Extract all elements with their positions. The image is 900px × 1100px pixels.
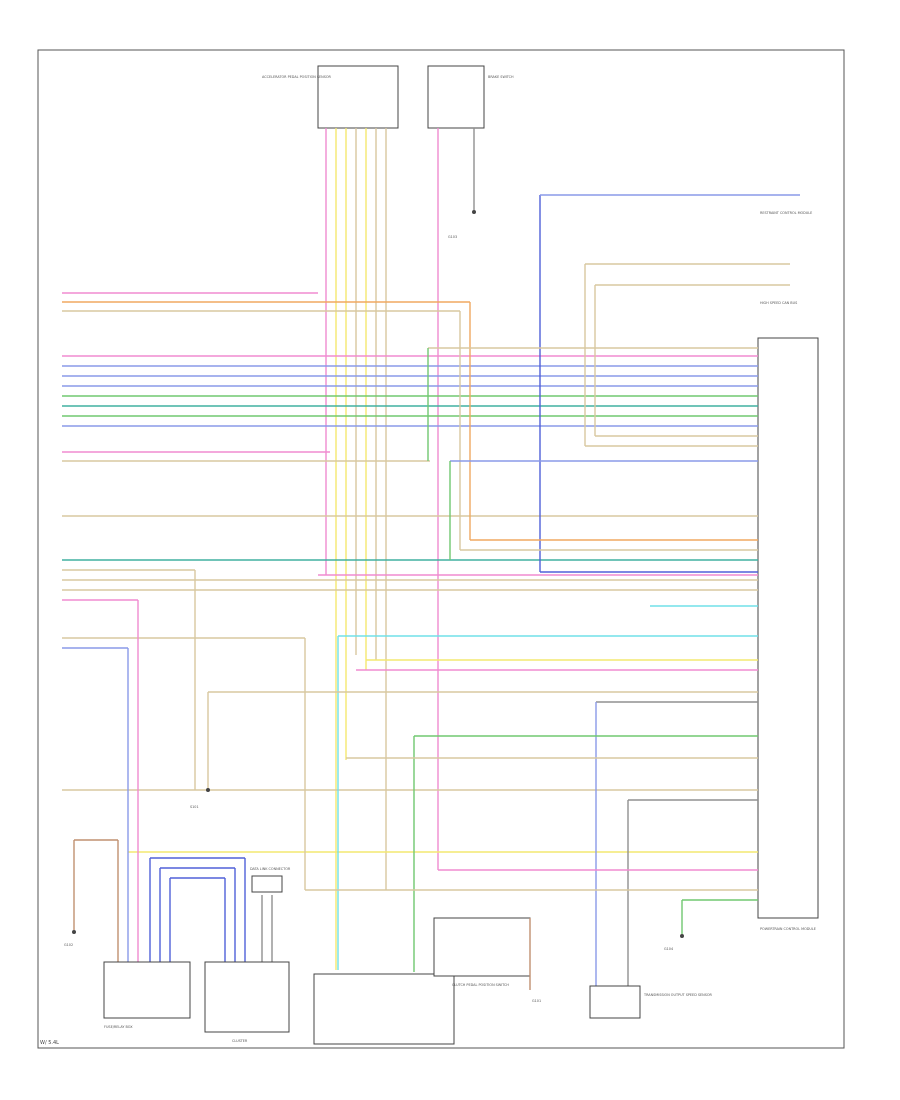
fuse-box-label: FUSE/RELAY BOX	[104, 1025, 133, 1029]
accelerator-pedal-sensor-connector: ACCELERATOR PEDAL POSITION SENSOR	[262, 65, 399, 129]
brake-switch-label: BRAKE SWITCH	[488, 75, 514, 79]
vertical-wire-bundle	[325, 128, 475, 970]
app-sensor-label: ACCELERATOR PEDAL POSITION SENSOR	[262, 75, 332, 79]
bottom-left-wires	[73, 570, 273, 980]
data-link-connector: DATA LINK CONNECTOR	[250, 867, 291, 893]
clutch-switch: CLUTCH PEDAL POSITION SWITCH	[313, 973, 509, 1045]
pcm-side-wires	[207, 194, 800, 990]
splice-s101: S101	[190, 788, 210, 809]
fuse-relay-box: FUSE/RELAY BOX	[103, 961, 191, 1029]
ground-g102: G102	[64, 930, 76, 947]
pcm-label: POWERTRAIN CONTROL MODULE	[760, 927, 816, 931]
splice-label: S101	[190, 805, 199, 809]
can-bus-label: HIGH SPEED CAN BUS	[760, 301, 797, 305]
top-ground-label: G103	[448, 235, 457, 239]
horizontal-wires	[62, 292, 758, 853]
right-ground-label: G104	[664, 947, 673, 951]
left-ground-label: G102	[64, 943, 73, 947]
rcm-label: RESTRAINT CONTROL MODULE	[760, 211, 812, 215]
footer-code: W/ 5.4L	[40, 1040, 59, 1046]
bottom-mid-ground-label: G101	[532, 999, 541, 1003]
brake-switch-connector: BRAKE SWITCH G103	[427, 65, 514, 239]
transmission-speed-sensor: TRANSMISSION OUTPUT SPEED SENSOR	[589, 985, 713, 1019]
tss-label: TRANSMISSION OUTPUT SPEED SENSOR	[643, 993, 713, 997]
clutch-switch-label: CLUTCH PEDAL POSITION SWITCH	[452, 983, 509, 987]
cluster-connector: CLUSTER	[204, 961, 290, 1043]
ground-g104: G104	[664, 934, 684, 951]
dlc-label: DATA LINK CONNECTOR	[250, 867, 291, 871]
powertrain-control-module: POWERTRAIN CONTROL MODULE RESTRAINT CONT…	[757, 211, 819, 931]
cluster-label: CLUSTER	[232, 1039, 248, 1043]
diagram-frame	[37, 49, 845, 1049]
bottom-mid-ground-group: G101	[433, 917, 541, 1003]
top-ground-dot	[472, 210, 476, 214]
